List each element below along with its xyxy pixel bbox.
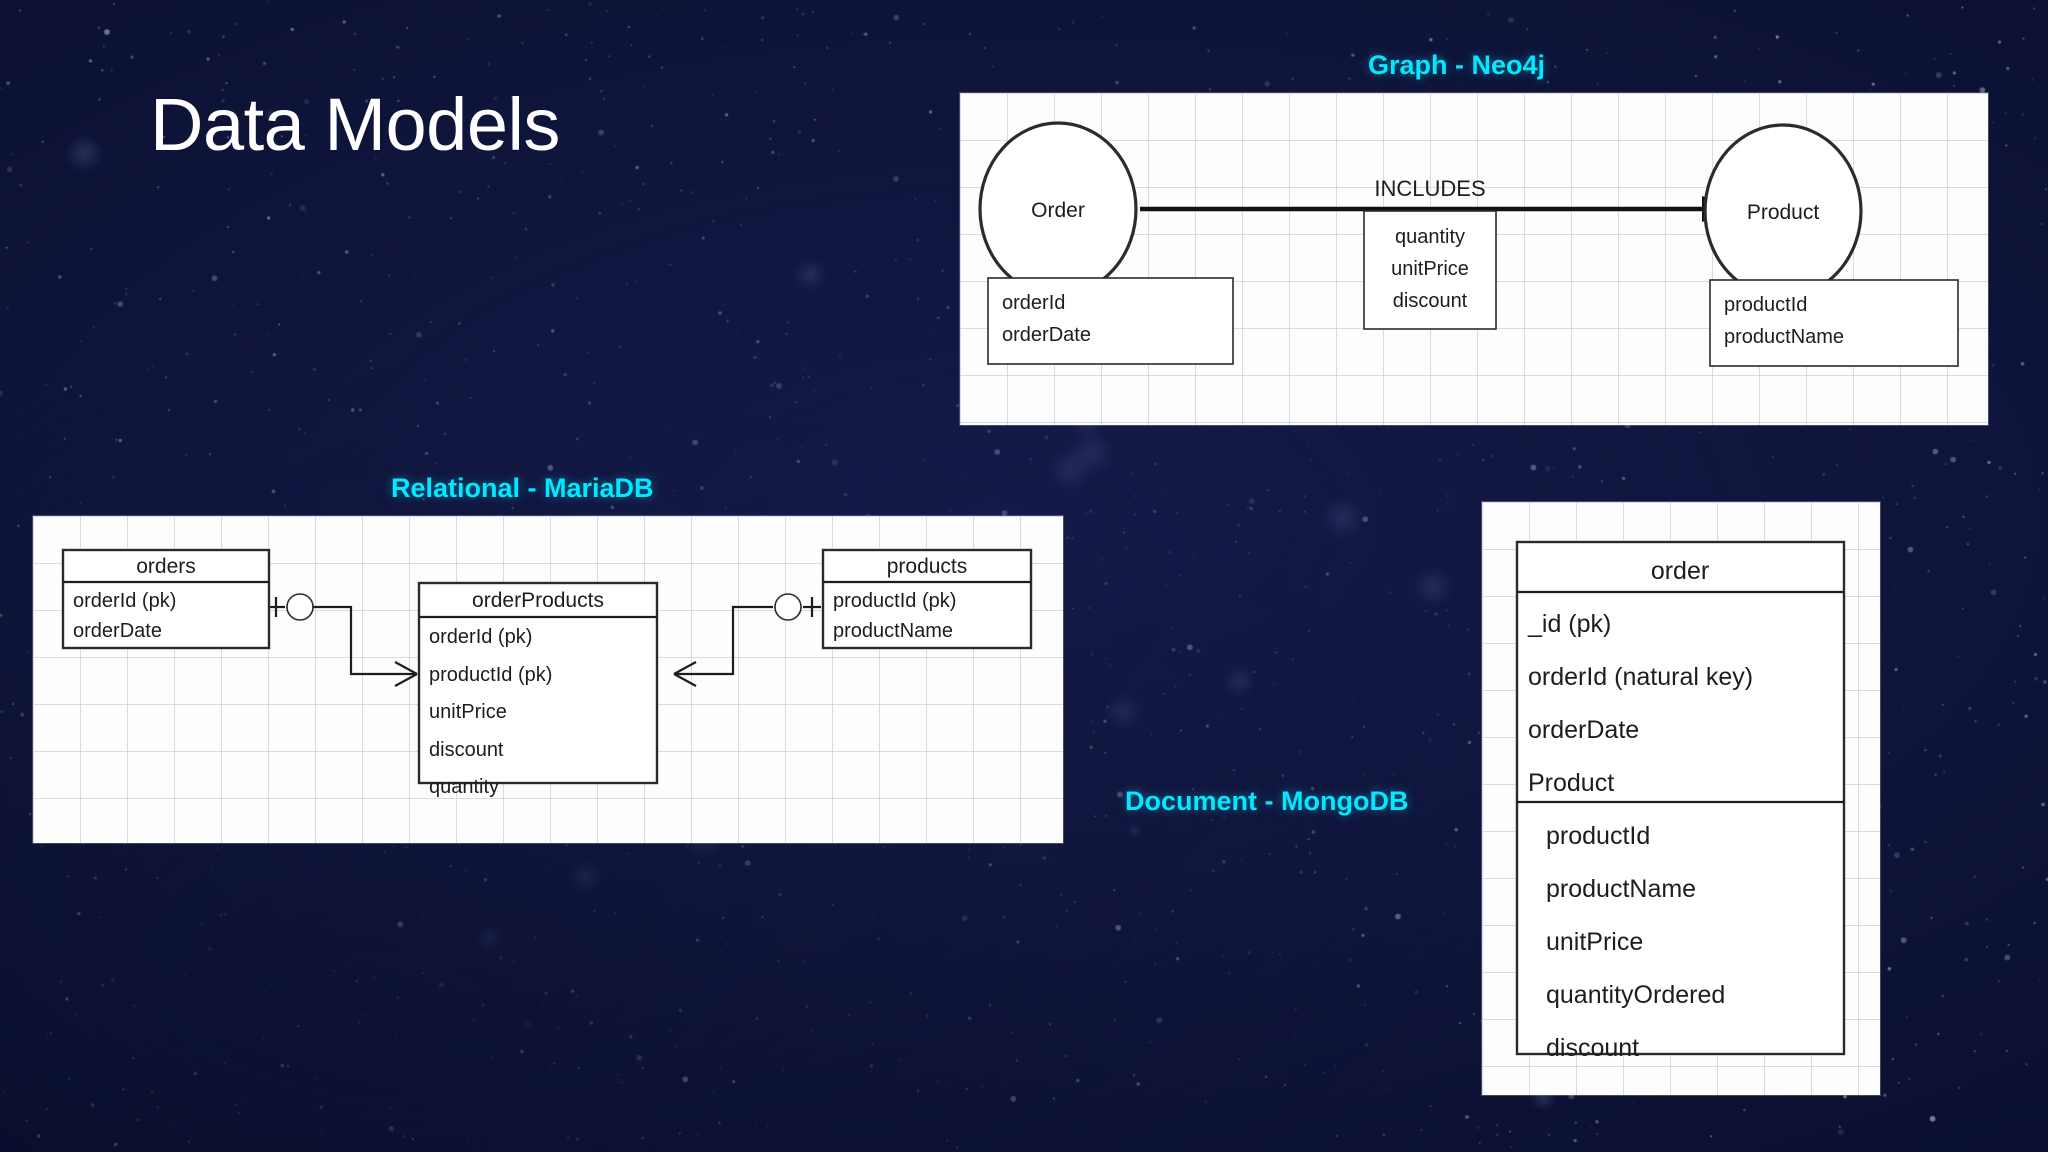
- document-embedded-field-1: productName: [1546, 875, 1696, 903]
- relational-table-orderproducts-column-1: productId (pk): [429, 664, 552, 686]
- relational-table-orderproducts: orderProducts orderId (pk) productId (pk…: [417, 581, 659, 798]
- graph-relationship-property-0: quantity: [1395, 226, 1465, 248]
- graph-node-product-property-0: productId: [1724, 294, 1807, 316]
- relational-table-orderproducts-column-0: orderId (pk): [429, 626, 532, 648]
- relational-connector-orders-orderproducts: [267, 593, 418, 687]
- graph-node-order-property-0: orderId: [1002, 292, 1065, 314]
- page-title: Data Models: [150, 83, 560, 166]
- relational-table-orders-column-1: orderDate: [73, 620, 162, 642]
- graph-relationship-properties: quantity unitPrice discount: [1363, 210, 1497, 330]
- document-diagram-panel: order _id (pk) orderId (natural key) ord…: [1482, 502, 1880, 1095]
- document-field-3: Product: [1528, 769, 1614, 797]
- document-embedded-field-4: discount: [1546, 1034, 1639, 1062]
- document-field-1: orderId (natural key): [1528, 663, 1753, 691]
- relational-connector-orderproducts-products: [673, 593, 821, 687]
- graph-node-order: Order: [978, 121, 1138, 297]
- section-caption-document: Document - MongoDB: [1125, 786, 1409, 816]
- section-caption-graph: Graph - Neo4j: [1368, 50, 1546, 80]
- section-caption-relational: Relational - MariaDB: [391, 473, 654, 503]
- graph-node-product-label: Product: [1747, 201, 1820, 224]
- graph-relationship-property-1: unitPrice: [1391, 258, 1469, 280]
- relational-table-products-column-1: productName: [833, 620, 953, 642]
- graph-node-order-properties: orderId orderDate: [987, 277, 1234, 365]
- relational-diagram-panel: orders orderId (pk) orderDate orderProdu…: [33, 516, 1063, 843]
- document-embedded-field-0: productId: [1546, 822, 1650, 850]
- relational-table-products-column-0: productId (pk): [833, 590, 956, 612]
- relational-table-orderproducts-name: orderProducts: [472, 589, 604, 612]
- relational-table-orders-name: orders: [136, 555, 196, 578]
- graph-diagram-panel: Order orderId orderDate Product productI…: [960, 93, 1988, 425]
- graph-node-order-property-1: orderDate: [1002, 324, 1091, 346]
- document-collection-name: order: [1651, 557, 1709, 585]
- document-collection-order: order _id (pk) orderId (natural key) ord…: [1515, 540, 1846, 1062]
- relational-table-orderproducts-column-4: quantity: [429, 776, 499, 798]
- relational-table-orderproducts-column-2: unitPrice: [429, 701, 507, 723]
- graph-relationship-property-2: discount: [1393, 290, 1468, 312]
- document-field-0: _id (pk): [1527, 610, 1611, 638]
- relational-table-orders-column-0: orderId (pk): [73, 590, 176, 612]
- relational-table-products: products productId (pk) productName: [821, 548, 1033, 650]
- document-embedded-field-3: quantityOrdered: [1546, 981, 1725, 1009]
- graph-node-product-properties: productId productName: [1709, 279, 1959, 367]
- relational-table-orders: orders orderId (pk) orderDate: [61, 548, 271, 650]
- graph-node-order-label: Order: [1031, 199, 1085, 222]
- graph-node-product-property-1: productName: [1724, 326, 1844, 348]
- graph-relationship-label: INCLUDES: [1374, 176, 1485, 201]
- relational-table-orderproducts-column-3: discount: [429, 739, 504, 761]
- relational-table-products-name: products: [887, 555, 968, 578]
- document-field-2: orderDate: [1528, 716, 1639, 744]
- document-embedded-field-2: unitPrice: [1546, 928, 1643, 956]
- graph-node-product: Product: [1703, 123, 1863, 299]
